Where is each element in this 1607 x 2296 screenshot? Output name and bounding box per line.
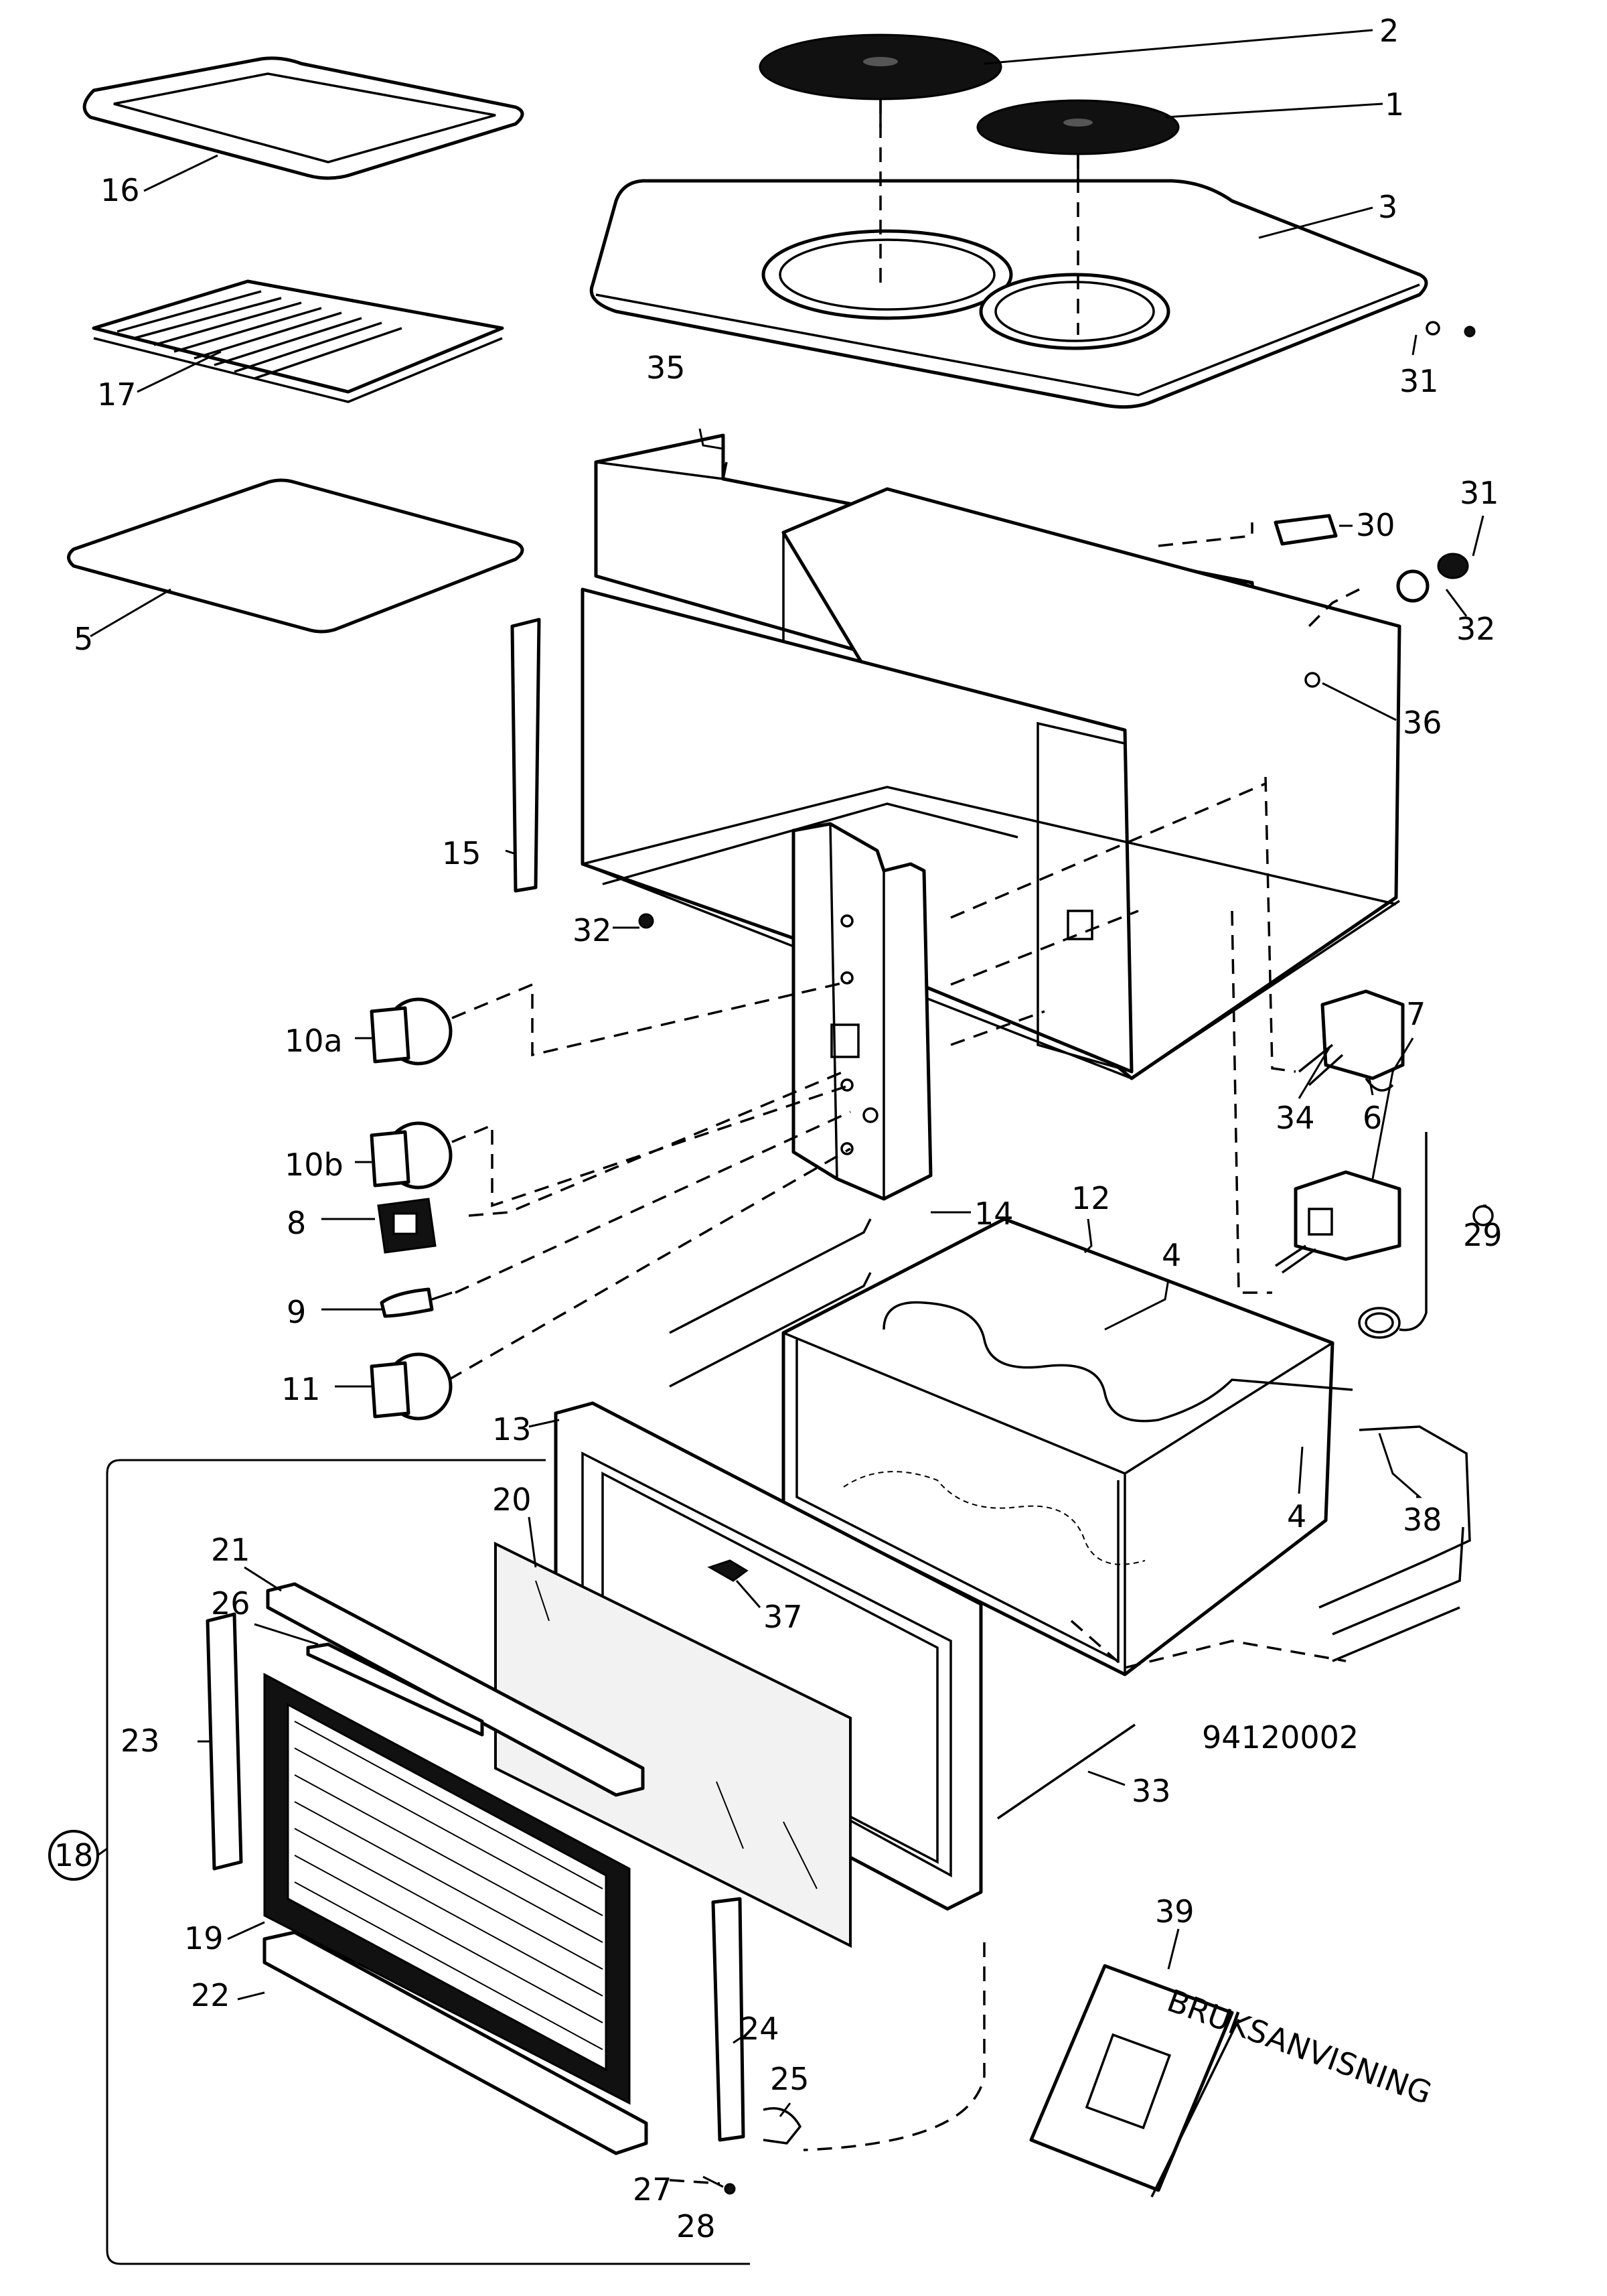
callout-24: 24 <box>740 2011 779 2047</box>
callout-34: 34 <box>1276 1100 1315 1136</box>
callout-10b: 10b <box>285 1147 343 1183</box>
callout-8: 8 <box>287 1205 306 1241</box>
figure-code: 94120002 <box>1202 1719 1359 1755</box>
indicator-lamp <box>380 1287 453 1318</box>
callout-37: 37 <box>763 1599 803 1635</box>
callout-12: 12 <box>1071 1180 1111 1216</box>
callout-39: 39 <box>1155 1893 1195 1930</box>
door-side-trim-right <box>711 1897 802 2195</box>
callout-16: 16 <box>100 172 140 208</box>
energy-regulator <box>1275 1132 1494 1339</box>
callout-2: 2 <box>1379 13 1399 49</box>
callout-6: 6 <box>1363 1100 1382 1136</box>
callout-26: 26 <box>211 1585 250 1622</box>
control-knob-11 <box>370 1352 453 1421</box>
callout-7: 7 <box>1406 996 1426 1032</box>
callout-38: 38 <box>1403 1502 1442 1538</box>
callout-17: 17 <box>97 376 137 413</box>
hotplate-1 <box>976 99 1180 188</box>
callout-21: 21 <box>211 1532 250 1568</box>
group-marker-18: 18 <box>48 1830 108 1881</box>
cooktop-panel <box>589 179 1428 409</box>
callout-10a: 10a <box>285 1023 343 1059</box>
fasteners <box>638 321 1476 929</box>
control-knob-10a <box>370 997 453 1066</box>
door-bottom-trim <box>262 1930 648 2155</box>
callout-28: 28 <box>676 2208 716 2244</box>
group-bracket <box>106 1459 750 2265</box>
callout-32-side: 32 <box>1456 611 1496 647</box>
control-knob-10b <box>370 1121 453 1190</box>
callout-4-bottom: 4 <box>1287 1498 1306 1534</box>
control-panel-bracket <box>791 822 933 1201</box>
callout-14: 14 <box>974 1196 1014 1232</box>
callout-35: 35 <box>646 350 686 386</box>
shelf-runners <box>669 1218 1471 1662</box>
callout-5: 5 <box>74 621 93 657</box>
callout-13: 13 <box>492 1411 532 1447</box>
oven-cavity <box>781 1217 1353 1676</box>
callout-30: 30 <box>1356 507 1395 543</box>
cabinet-body <box>581 487 1401 1080</box>
group-marker-label: 18 <box>54 1837 94 1873</box>
baking-tray <box>82 56 524 180</box>
callout-31-side: 31 <box>1460 475 1499 511</box>
callout-29: 29 <box>1463 1217 1503 1253</box>
callout-22: 22 <box>191 1977 230 2013</box>
callout-36: 36 <box>1403 705 1442 741</box>
door-top-trim <box>266 1582 645 1797</box>
callout-32-base: 32 <box>572 912 612 948</box>
callout-25: 25 <box>770 2061 810 2097</box>
callout-1: 1 <box>1385 86 1404 123</box>
callout-19: 19 <box>184 1920 224 1956</box>
assembly-lines <box>448 99 1360 2185</box>
callout-20: 20 <box>492 1482 532 1518</box>
hinge-rod <box>997 1723 1136 1820</box>
callout-11: 11 <box>281 1371 321 1407</box>
callout-33: 33 <box>1132 1773 1171 1809</box>
thermostat-unit <box>1298 989 1405 1092</box>
leader-lines <box>90 29 1486 2188</box>
rocker-switch <box>377 1198 437 1254</box>
door-outer-frame <box>263 1672 631 2105</box>
callout-31-top: 31 <box>1399 363 1439 399</box>
callout-15: 15 <box>442 835 481 871</box>
side-trim-strip <box>510 618 541 893</box>
callout-labels: 2 1 3 31 16 17 5 35 30 31 32 36 15 32 10… <box>74 13 1503 2244</box>
flat-baking-sheet <box>67 478 524 634</box>
callout-27: 27 <box>633 2171 672 2208</box>
instruction-manual: BRUKSANVISNING <box>1029 1964 1436 2198</box>
oven-rack <box>92 279 504 403</box>
callout-4-top: 4 <box>1162 1237 1181 1273</box>
callout-3: 3 <box>1378 189 1397 225</box>
callout-9: 9 <box>287 1294 306 1330</box>
callout-23: 23 <box>121 1723 160 1759</box>
door-side-trim-left <box>206 1612 243 1871</box>
